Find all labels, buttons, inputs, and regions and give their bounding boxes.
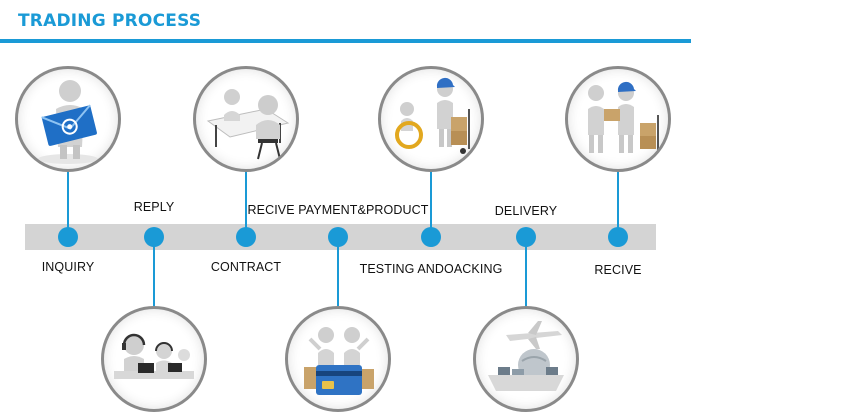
connector-testing	[430, 170, 432, 237]
connector-inquiry	[67, 170, 69, 237]
step-label-recive: RECIVE	[594, 263, 642, 277]
step-node-delivery	[516, 227, 536, 247]
connector-contract	[245, 170, 247, 237]
step-node-recive	[608, 227, 628, 247]
connector-recive	[617, 170, 619, 237]
payment-card-icon	[285, 306, 391, 412]
step-label-reply: REPLY	[133, 200, 175, 214]
title-underline	[0, 39, 691, 43]
step-node-reply	[144, 227, 164, 247]
email-figure-icon	[15, 66, 121, 172]
connector-payment	[337, 237, 339, 306]
call-center-icon	[101, 306, 207, 412]
step-label-inquiry: INQUIRY	[41, 260, 95, 274]
step-node-payment	[328, 227, 348, 247]
step-label-testing: TESTING ANDOACKING	[359, 262, 503, 276]
step-label-contract: CONTRACT	[210, 260, 282, 274]
step-node-inquiry	[58, 227, 78, 247]
page-title: TRADING PROCESS	[18, 11, 202, 31]
package-handover-icon	[565, 66, 671, 172]
connector-delivery	[525, 237, 527, 306]
connector-reply	[153, 237, 155, 306]
step-node-contract	[236, 227, 256, 247]
step-node-testing	[421, 227, 441, 247]
meeting-table-icon	[193, 66, 299, 172]
step-label-payment: RECIVE PAYMENT&PRODUCT	[247, 203, 429, 217]
step-label-delivery: DELIVERY	[494, 204, 558, 218]
plane-ship-icon	[473, 306, 579, 412]
packing-cart-icon	[378, 66, 484, 172]
